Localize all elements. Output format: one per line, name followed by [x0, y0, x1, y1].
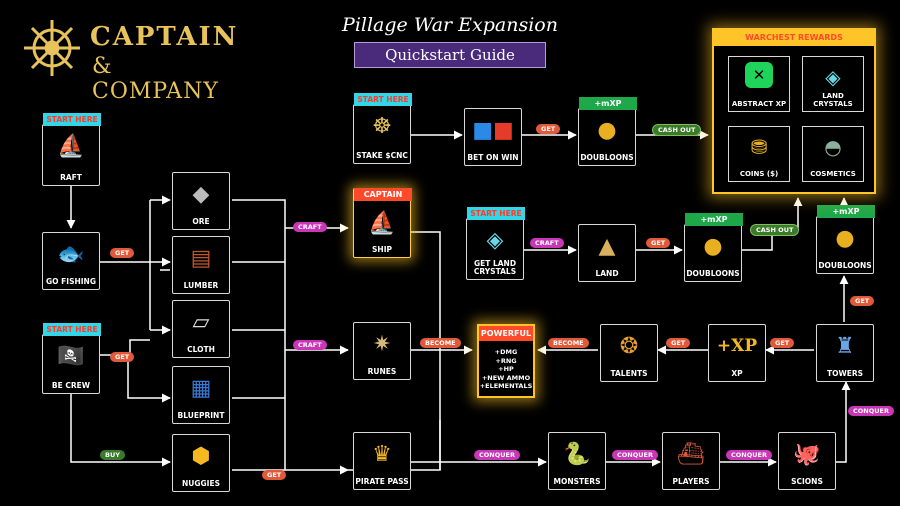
pirate-ship-icon: ⛴ — [677, 441, 705, 467]
towers-node: ♜ TOWERS — [816, 324, 874, 382]
pirate-pass-node: ♛ PIRATE PASS — [353, 432, 411, 490]
brand-name: CAPTAIN — [90, 22, 239, 52]
ship-wheel-icon — [24, 20, 80, 76]
nuggies-node: ⬢ NUGGIES — [172, 434, 230, 492]
blueprint-icon: ▦ — [190, 375, 212, 401]
crew-pirate-icon: 🏴‍☠️ — [57, 343, 85, 369]
abstract-xp-icon: ✕ — [745, 62, 773, 88]
conquer-label: CONQUER — [726, 450, 772, 460]
get-label: GET — [646, 238, 671, 248]
captain-tag: CAPTAIN — [354, 188, 412, 201]
get-land-crystals-node: START HERE ◈ GET LAND CRYSTALS — [466, 207, 525, 280]
warchest-coins: ⛃ COINS ($) — [728, 126, 790, 182]
powerful-list: +DMG +RNG +HP +NEW AMMO +ELEMENTALS — [479, 348, 533, 390]
doubloons-node-2: +mXP ● DOUBLOONS — [684, 213, 743, 282]
become-label: BECOME — [548, 338, 589, 348]
ship-icon: ⛵ — [368, 210, 396, 236]
land-island-icon: ▲ — [598, 233, 616, 259]
bet-on-win-node: ■■ BET ON WIN — [464, 108, 522, 166]
fish-icon: 🐟 — [57, 241, 85, 267]
monsters-node: 🐍 MONSTERS — [548, 432, 606, 490]
lumber-logs-icon: ▤ — [190, 245, 212, 271]
brand-name-company: & COMPANY — [92, 54, 219, 104]
cosmetics-hat-icon: ◓ — [824, 135, 842, 159]
crown-icon: ♛ — [372, 441, 392, 467]
stake-node: START HERE ☸ STAKE $CNC — [353, 93, 412, 164]
sea-monster-icon: 🐍 — [563, 441, 591, 467]
become-label: BECOME — [420, 338, 461, 348]
xp-node: +XP XP — [708, 324, 766, 382]
rune-icon: ✷ — [372, 331, 392, 357]
get-label: GET — [110, 248, 135, 258]
doubloons-node-1: +mXP ● DOUBLOONS — [578, 97, 637, 166]
tower-icon: ♜ — [835, 333, 855, 359]
page-title: Pillage War Expansion — [342, 14, 558, 36]
warchest-rewards-title: WARCHEST REWARDS — [714, 30, 874, 46]
craft-label: CRAFT — [293, 340, 327, 350]
talent-flame-icon: ❂ — [619, 333, 639, 359]
raft-icon: ⛵ — [57, 133, 85, 159]
page-subtitle: Quickstart Guide — [354, 42, 546, 68]
brand-logo: CAPTAIN & COMPANY — [20, 16, 236, 104]
raft-node: START HERE ⛵ RAFT — [42, 113, 101, 186]
conquer-label: CONQUER — [612, 450, 658, 460]
ore-rock-icon: ◆ — [192, 181, 210, 207]
mxp-tag: +mXP — [579, 97, 637, 110]
lumber-node: ▤ LUMBER — [172, 236, 230, 294]
team-shields-icon: ■■ — [472, 117, 514, 143]
craft-label: CRAFT — [293, 222, 327, 232]
start-here-tag: START HERE — [43, 113, 101, 126]
doubloons-node-3: +mXP ● DOUBLOONS — [816, 205, 875, 274]
blueprint-node: ▦ BLUEPRINT — [172, 366, 230, 424]
cash-out-label: CASH OUT — [750, 224, 800, 236]
craft-label: CRAFT — [530, 238, 564, 248]
warchest-rewards-box: WARCHEST REWARDS ✕ ABSTRACT XP ◈ LAND CR… — [712, 28, 876, 194]
get-label: GET — [110, 352, 135, 362]
powerful-tag: POWERFUL — [479, 326, 533, 341]
powerful-box: POWERFUL +DMG +RNG +HP +NEW AMMO +ELEMEN… — [477, 324, 535, 398]
ship-wheel-icon: ☸ — [372, 113, 392, 139]
start-here-tag: START HERE — [43, 323, 101, 336]
scions-node: 🐙 SCIONS — [778, 432, 836, 490]
land-node: ▲ LAND — [578, 224, 636, 282]
warchest-abstract-xp: ✕ ABSTRACT XP — [728, 56, 790, 112]
coins-icon: ⛃ — [750, 135, 768, 159]
buy-label: BUY — [100, 450, 125, 460]
get-label: GET — [770, 338, 795, 348]
conquer-label: CONQUER — [848, 406, 894, 416]
talents-node: ❂ TALENTS — [600, 324, 658, 382]
warchest-land-crystals: ◈ LAND CRYSTALS — [802, 56, 864, 112]
doubloon-coin-icon: ● — [835, 225, 855, 251]
octopus-icon: 🐙 — [793, 441, 821, 467]
ship-node: CAPTAIN ⛵ SHIP — [353, 188, 412, 258]
get-label: GET — [536, 124, 561, 134]
start-here-tag: START HERE — [467, 207, 525, 220]
cash-out-label: CASH OUT — [652, 124, 702, 136]
go-fishing-node: 🐟 GO FISHING — [42, 232, 100, 290]
runes-node: ✷ RUNES — [353, 322, 411, 380]
cloth-sheet-icon: ▱ — [192, 309, 210, 335]
get-label: GET — [666, 338, 691, 348]
doubloon-coin-icon: ● — [597, 117, 617, 143]
mxp-tag: +mXP — [817, 205, 875, 218]
xp-plus-icon: +XP — [716, 336, 758, 356]
crystal-icon: ◈ — [486, 227, 504, 253]
warchest-cosmetics: ◓ COSMETICS — [802, 126, 864, 182]
doubloon-coin-icon: ● — [703, 233, 723, 259]
be-crew-node: START HERE 🏴‍☠️ BE CREW — [42, 323, 101, 394]
start-here-tag: START HERE — [354, 93, 412, 106]
gold-nugget-icon: ⬢ — [191, 443, 211, 469]
players-node: ⛴ PLAYERS — [662, 432, 720, 490]
crystal-icon: ◈ — [825, 65, 841, 89]
conquer-label: CONQUER — [474, 450, 520, 460]
mxp-tag: +mXP — [685, 213, 743, 226]
get-label: GET — [262, 470, 287, 480]
get-label: GET — [850, 296, 875, 306]
ore-node: ◆ ORE — [172, 172, 230, 230]
cloth-node: ▱ CLOTH — [172, 300, 230, 358]
